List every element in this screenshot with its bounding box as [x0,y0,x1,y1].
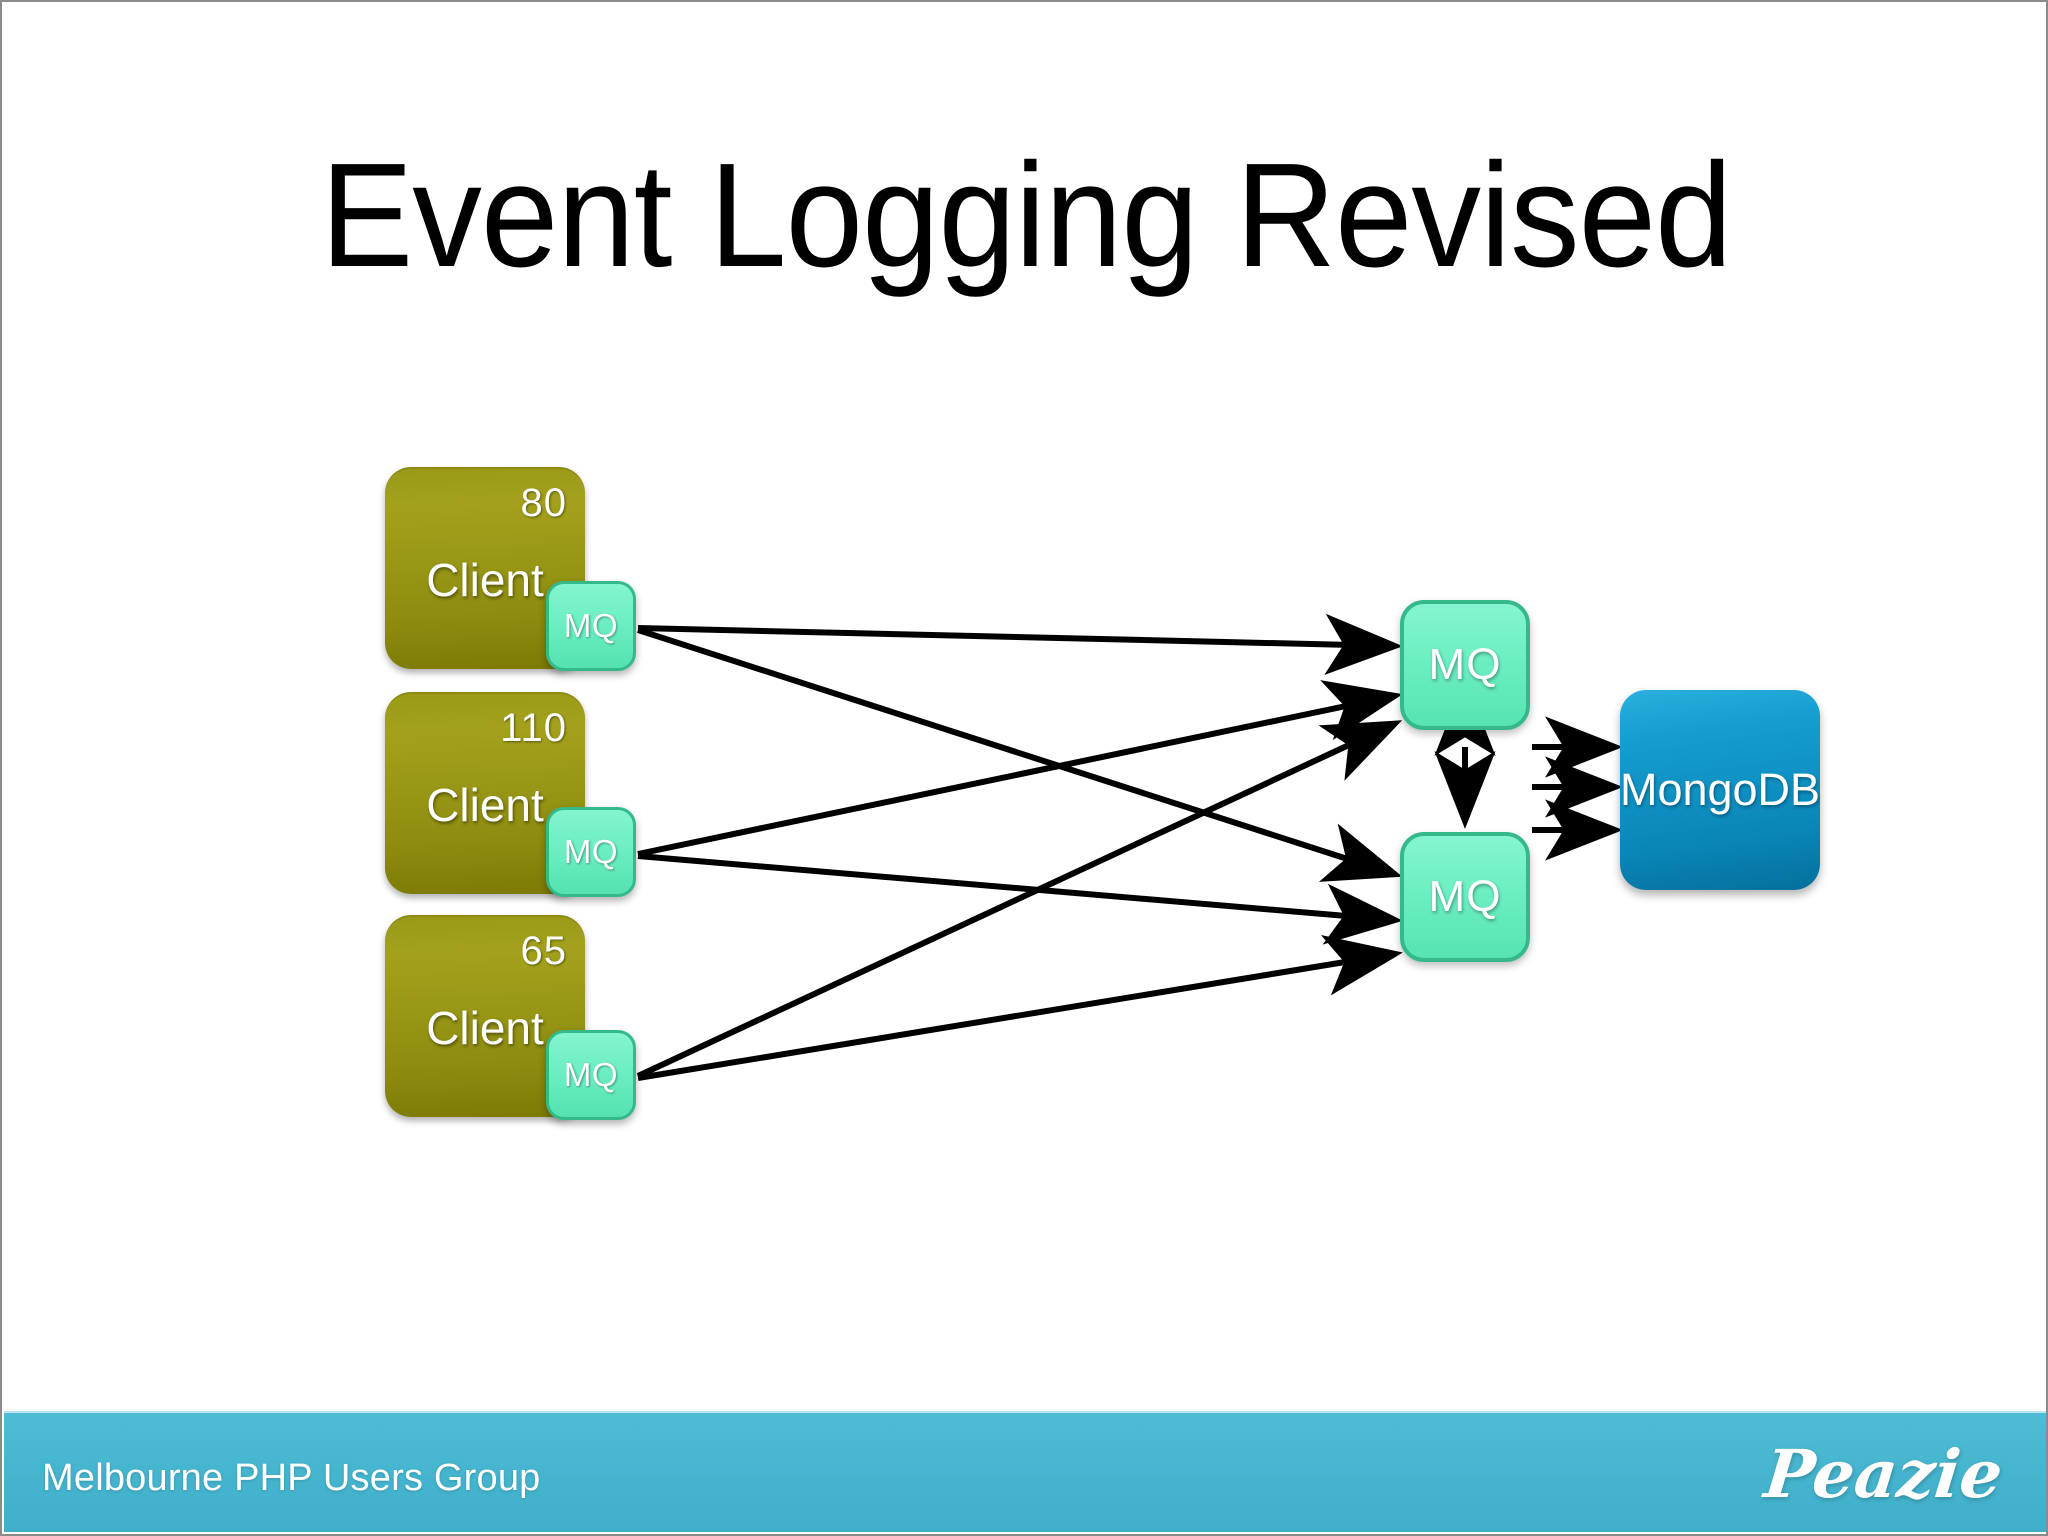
client-label: Client [426,1002,544,1054]
edge-client1-broker2 [637,627,1403,882]
broker-mq-node-2[interactable]: MQ [1400,832,1530,962]
edge-client2-broker2 [637,853,1403,945]
mongodb-node[interactable]: MongoDB [1620,690,1820,890]
peazie-logo: Peazie [1760,1435,2007,1513]
client-mq-badge-label-3: MQ [563,1056,619,1093]
client-port-number: 110 [500,706,567,750]
edge-client2-broker1 [637,680,1403,857]
mongodb-label: MongoDB [1619,764,1821,815]
client-port-number: 65 [520,929,567,973]
broker-mq-node-1[interactable]: MQ [1400,600,1530,730]
client-label: Client [426,779,544,831]
broker-mq-label-1: MQ [1428,640,1502,689]
client-mq-badge-label-1: MQ [563,607,619,644]
broker-mq-label-2: MQ [1428,872,1502,921]
client-port-number: 80 [520,481,567,525]
edge-client3-broker1 [636,720,1403,1079]
client-mq-badge-3[interactable]: MQ [546,1030,636,1120]
client-mq-badge-1[interactable]: MQ [546,581,636,671]
footer-bar: Melbourne PHP Users Group Peazie [4,1411,2046,1532]
edge-client3-broker2 [637,934,1403,1081]
edge-client1-broker1 [637,613,1403,675]
client-mq-badge-label-2: MQ [563,833,619,870]
client-node-1[interactable]: 80 Client [385,467,585,669]
footer-title: Melbourne PHP Users Group [42,1457,541,1499]
client-mq-badge-2[interactable]: MQ [546,807,636,897]
page-title: Event Logging Revised [320,133,1732,298]
client-label: Client [426,554,544,606]
